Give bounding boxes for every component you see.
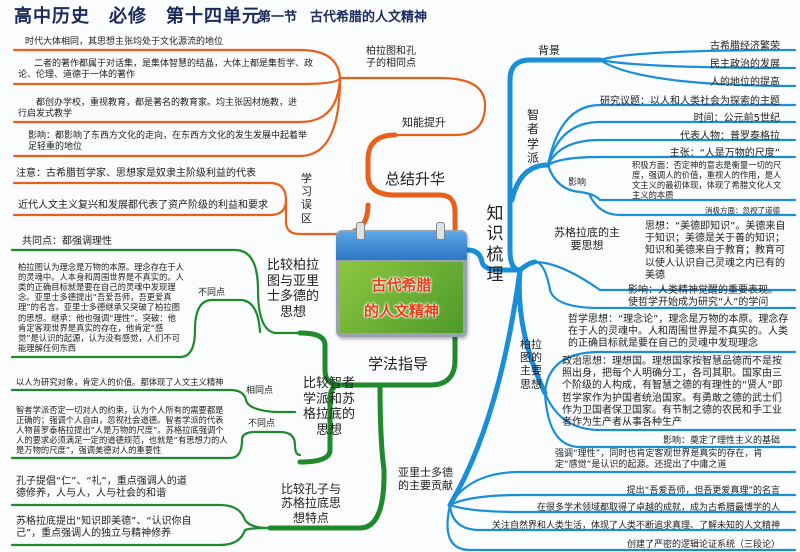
confucius-socrates-node: 比较孔子与苏格拉底思想特点 xyxy=(280,482,341,525)
compare-item: 苏格拉底提出“知识即美德”、“认识你自己”，重点强调人的独立与精神修养 xyxy=(16,516,192,540)
plato-philosophy: 哲学思想：“理念论”，理念是万物的本原。理念存在于人的灵魂中。人和周围世界是不真… xyxy=(568,314,789,350)
background-item: 人的地位的提高 xyxy=(710,77,780,88)
mistake-item: 近代人文主义复兴和发展都代表了资产阶级的利益和要求 xyxy=(18,200,268,211)
center-title-line1: 古代希腊 xyxy=(371,276,432,294)
socrates-thought: 思想：“美德即知识”。美德来自于知识；美德是关于善的知识；知识和美德来自于教育；… xyxy=(645,221,786,281)
aristotle-node: 亚里士多德的主要贡献 xyxy=(398,466,453,493)
center-title-line2: 的人文精神 xyxy=(363,302,439,320)
diff-text: 智者学派否定一切对人的约束，认为个人所有的需要都是正确的；强调个人自由，忽视社会… xyxy=(16,405,228,456)
aristotle-item: 提出“吾爱吾师，但吾更爱真理”的名言 xyxy=(626,486,780,496)
diff-label: 不同点 xyxy=(198,288,226,298)
blue-branches xyxy=(446,48,797,552)
summary-node: 总结升华 xyxy=(385,170,446,188)
negative-influence: 消极方面：忽视了道德 xyxy=(705,206,780,215)
same-label: 相同点 xyxy=(246,386,274,396)
ability-item: 二者的著作都属于对话集，是集体智慧的结晶，大体上都是集哲学、政论、伦理、道德于一… xyxy=(18,59,314,80)
orange-branches xyxy=(12,48,487,236)
plato-confucius-same-node: 柏拉图和孔子的相同点 xyxy=(366,46,416,70)
influence-node: 影响 xyxy=(568,178,587,188)
green-branches xyxy=(10,248,302,547)
plato-politics: 政治思想：理想国。理想国家按智慧品德而不是按照出身，把每个人明确分工，各司其职。… xyxy=(562,356,783,428)
section-title: 第一节 古代希腊的人文精神 xyxy=(258,10,428,25)
page-title: 高中历史 必修 第十四单元 xyxy=(14,6,261,27)
aristotle-item: 创建了严密的逻辑论证系统（三段论） xyxy=(626,540,780,550)
plato-influence: 影响：奠定了理性主义的基础 xyxy=(662,436,780,446)
background-item: 民主政治的发展 xyxy=(710,59,780,70)
calendar-ring-icon xyxy=(436,222,445,240)
same-point: 共同点：都强调理性 xyxy=(22,236,112,247)
compare-item: 孔子提倡“仁”、“礼”，重点强调人的道德修养，人与人，人与社会的和谐 xyxy=(16,476,187,500)
sophists-item: 时间：公元前5世纪 xyxy=(693,113,780,124)
sophists-item: 主张：“人是万物的尺度” xyxy=(669,148,780,159)
sophists-item: 研究议题：以人和人类社会为探索的主题 xyxy=(600,96,780,107)
sophists-node: 智者学派 xyxy=(526,108,539,166)
mistakes-node: 学习误区 xyxy=(301,172,312,225)
aristotle-item: 关注自然界和人类生活，体现了人类不断追求真理、了解未知的人文精神 xyxy=(491,521,780,531)
plato-aristotle-node: 比较柏拉图与亚里士多德的思想 xyxy=(266,258,319,320)
knowledge-node: 知识梳理 xyxy=(486,204,504,286)
ability-node: 知能提升 xyxy=(402,116,446,129)
ability-item: 时代大体相同，其思想主张均处于文化源流的地位 xyxy=(25,37,224,47)
aristotle-item: 在很多学术领域都取得了卓越的成就，成为古希腊最博学的人 xyxy=(536,503,780,513)
calendar-ring-icon xyxy=(356,222,365,240)
sophist-socrates-node: 比较智者学派和苏格拉底的思想 xyxy=(302,376,355,438)
same-point: 以人为研究对象，肯定人的价值。都体现了人文主义精神 xyxy=(16,377,224,387)
plato-node: 柏拉图的主要思想 xyxy=(520,338,542,391)
socrates-node: 苏格拉底的主要思想 xyxy=(554,226,620,253)
ability-item: 都创办学校，重视教育，都是著名的教育家。均主张因材施教，进行启发式教学 xyxy=(18,98,298,119)
method-node: 学法指导 xyxy=(368,355,429,373)
socrates-influence: 影响：人类精神觉醒的重要表现。使哲学开始成为研究“人”的学问 xyxy=(628,285,778,309)
diff-label: 不同点 xyxy=(248,419,276,429)
mistake-item: 注意：古希腊哲学家、思想家是奴隶主阶级利益的代表 xyxy=(16,168,256,179)
ability-item: 影响：都影响了东西方文化的走向，在东西方文化的发生发展中起着举足轻重的地位 xyxy=(28,131,308,152)
diff-text: 柏拉图认为理念是万物的本原。理念存在于人的灵魂中。人本身和周围世界是不真实的。人… xyxy=(18,262,184,353)
sophists-item: 代表人物：普罗泰格拉 xyxy=(680,131,780,142)
positive-influence: 积极方面：否定神的意志是衡量一切的尺度，强调人的价值，重视人的作用，是人文主义的… xyxy=(632,160,782,201)
background-node: 背景 xyxy=(538,44,560,57)
center-topic: 古代希腊 的人文精神 xyxy=(336,222,467,337)
background-item: 古希腊经济繁荣 xyxy=(710,41,780,52)
aristotle-item: 强调“理性”，同时也肯定客观世界是真实的存在，肯定“感觉”是认识的起源。还提出了… xyxy=(555,449,763,470)
